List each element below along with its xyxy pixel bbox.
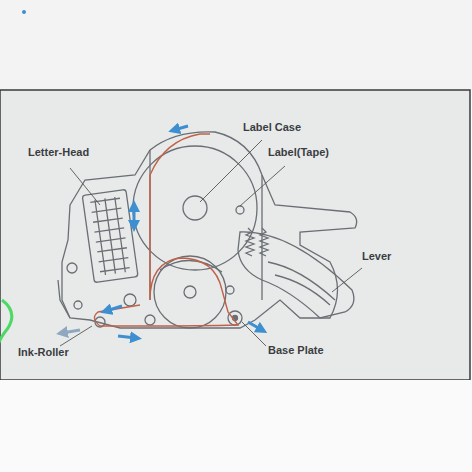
flow-arrows xyxy=(106,126,262,338)
part-label: Base Plate xyxy=(268,344,324,357)
page-top xyxy=(0,0,472,90)
part-label: Lever xyxy=(362,250,391,263)
page-bottom xyxy=(0,380,472,472)
part-label: Label(Tape) xyxy=(268,146,329,159)
gun-body xyxy=(58,132,357,328)
leader-lines xyxy=(60,140,362,346)
part-label: Letter-Head xyxy=(28,146,89,159)
green-mark xyxy=(0,300,12,345)
dot xyxy=(22,10,26,14)
part-label: Ink-Roller xyxy=(18,346,69,359)
panel xyxy=(0,90,470,380)
label-tape-path xyxy=(94,134,238,326)
return-arrow xyxy=(62,330,80,333)
part-label: Label Case xyxy=(243,121,301,134)
